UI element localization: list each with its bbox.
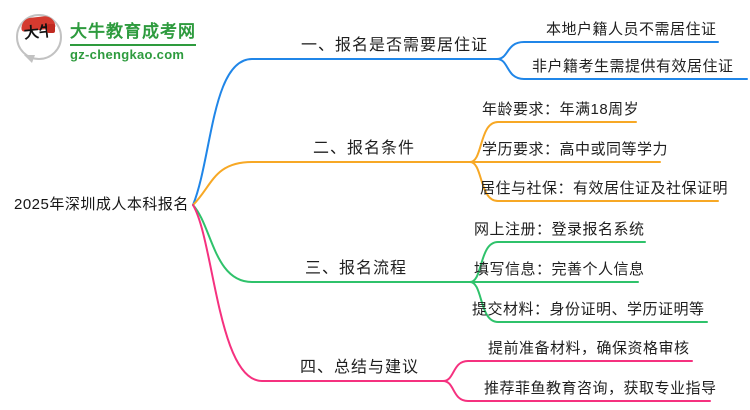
- central-topic: 2025年深圳成人本科报名: [14, 196, 189, 213]
- branch2-child1-line: [469, 121, 637, 163]
- logo-seal-icon: [47, 24, 55, 33]
- branch1-lines: [192, 41, 748, 206]
- branch3-child1: 网上注册：登录报名系统: [474, 221, 645, 238]
- branch2-child1: 年龄要求：年满18周岁: [482, 101, 640, 118]
- branch4-child1: 提前准备材料，确保资格审核: [488, 340, 690, 357]
- branch2-child2: 学历要求：高中或同等学力: [482, 141, 669, 158]
- logo-text-block: 大牛教育成考网 gz-chengkao.com: [70, 14, 196, 62]
- site-name: 大牛教育成考网: [70, 17, 196, 46]
- bran3-child3: 提交材料：身份证明、学历证明等: [472, 301, 705, 318]
- branch2-main-line: [192, 161, 471, 206]
- branch2-child3-line: [469, 161, 719, 202]
- branch4-lines: [192, 204, 711, 402]
- branch4-child2-line: [442, 380, 711, 402]
- branch4-child2: 推荐菲鱼教育咨询，获取专业指导: [484, 380, 717, 397]
- branch3-child2: 填写信息：完善个人信息: [474, 261, 645, 278]
- branch1-main-line: [192, 58, 498, 206]
- branch1-child2: 非户籍考生需提供有效居住证: [532, 58, 734, 75]
- branch2-child3: 居住与社保：有效居住证及社保证明: [480, 180, 729, 197]
- branch1-child1-line: [496, 41, 719, 60]
- branch4-main-line: [192, 204, 444, 382]
- branch3-main-line: [192, 204, 471, 283]
- logo-speech-tail: [24, 55, 35, 63]
- branch1-child1: 本地户籍人员不需居住证: [546, 21, 717, 38]
- logo-bull-icon: 大牛: [16, 14, 62, 63]
- site-logo: 大牛 大牛教育成考网 gz-chengkao.com: [16, 14, 196, 63]
- branch3-lines: [192, 204, 708, 323]
- branch3-child1-line: [469, 241, 646, 283]
- branch1-child2-line: [496, 58, 748, 80]
- branch2-lines: [192, 121, 719, 206]
- branch4-label: 四、总结与建议: [300, 359, 420, 376]
- branch2-label: 二、报名条件: [313, 140, 416, 157]
- branch1-label: 一、报名是否需要居住证: [301, 37, 489, 54]
- branch3-child3-line: [469, 281, 708, 323]
- site-url: gz-chengkao.com: [70, 47, 185, 62]
- branch4-child1-line: [442, 360, 693, 382]
- branch3-label: 三、报名流程: [305, 260, 408, 277]
